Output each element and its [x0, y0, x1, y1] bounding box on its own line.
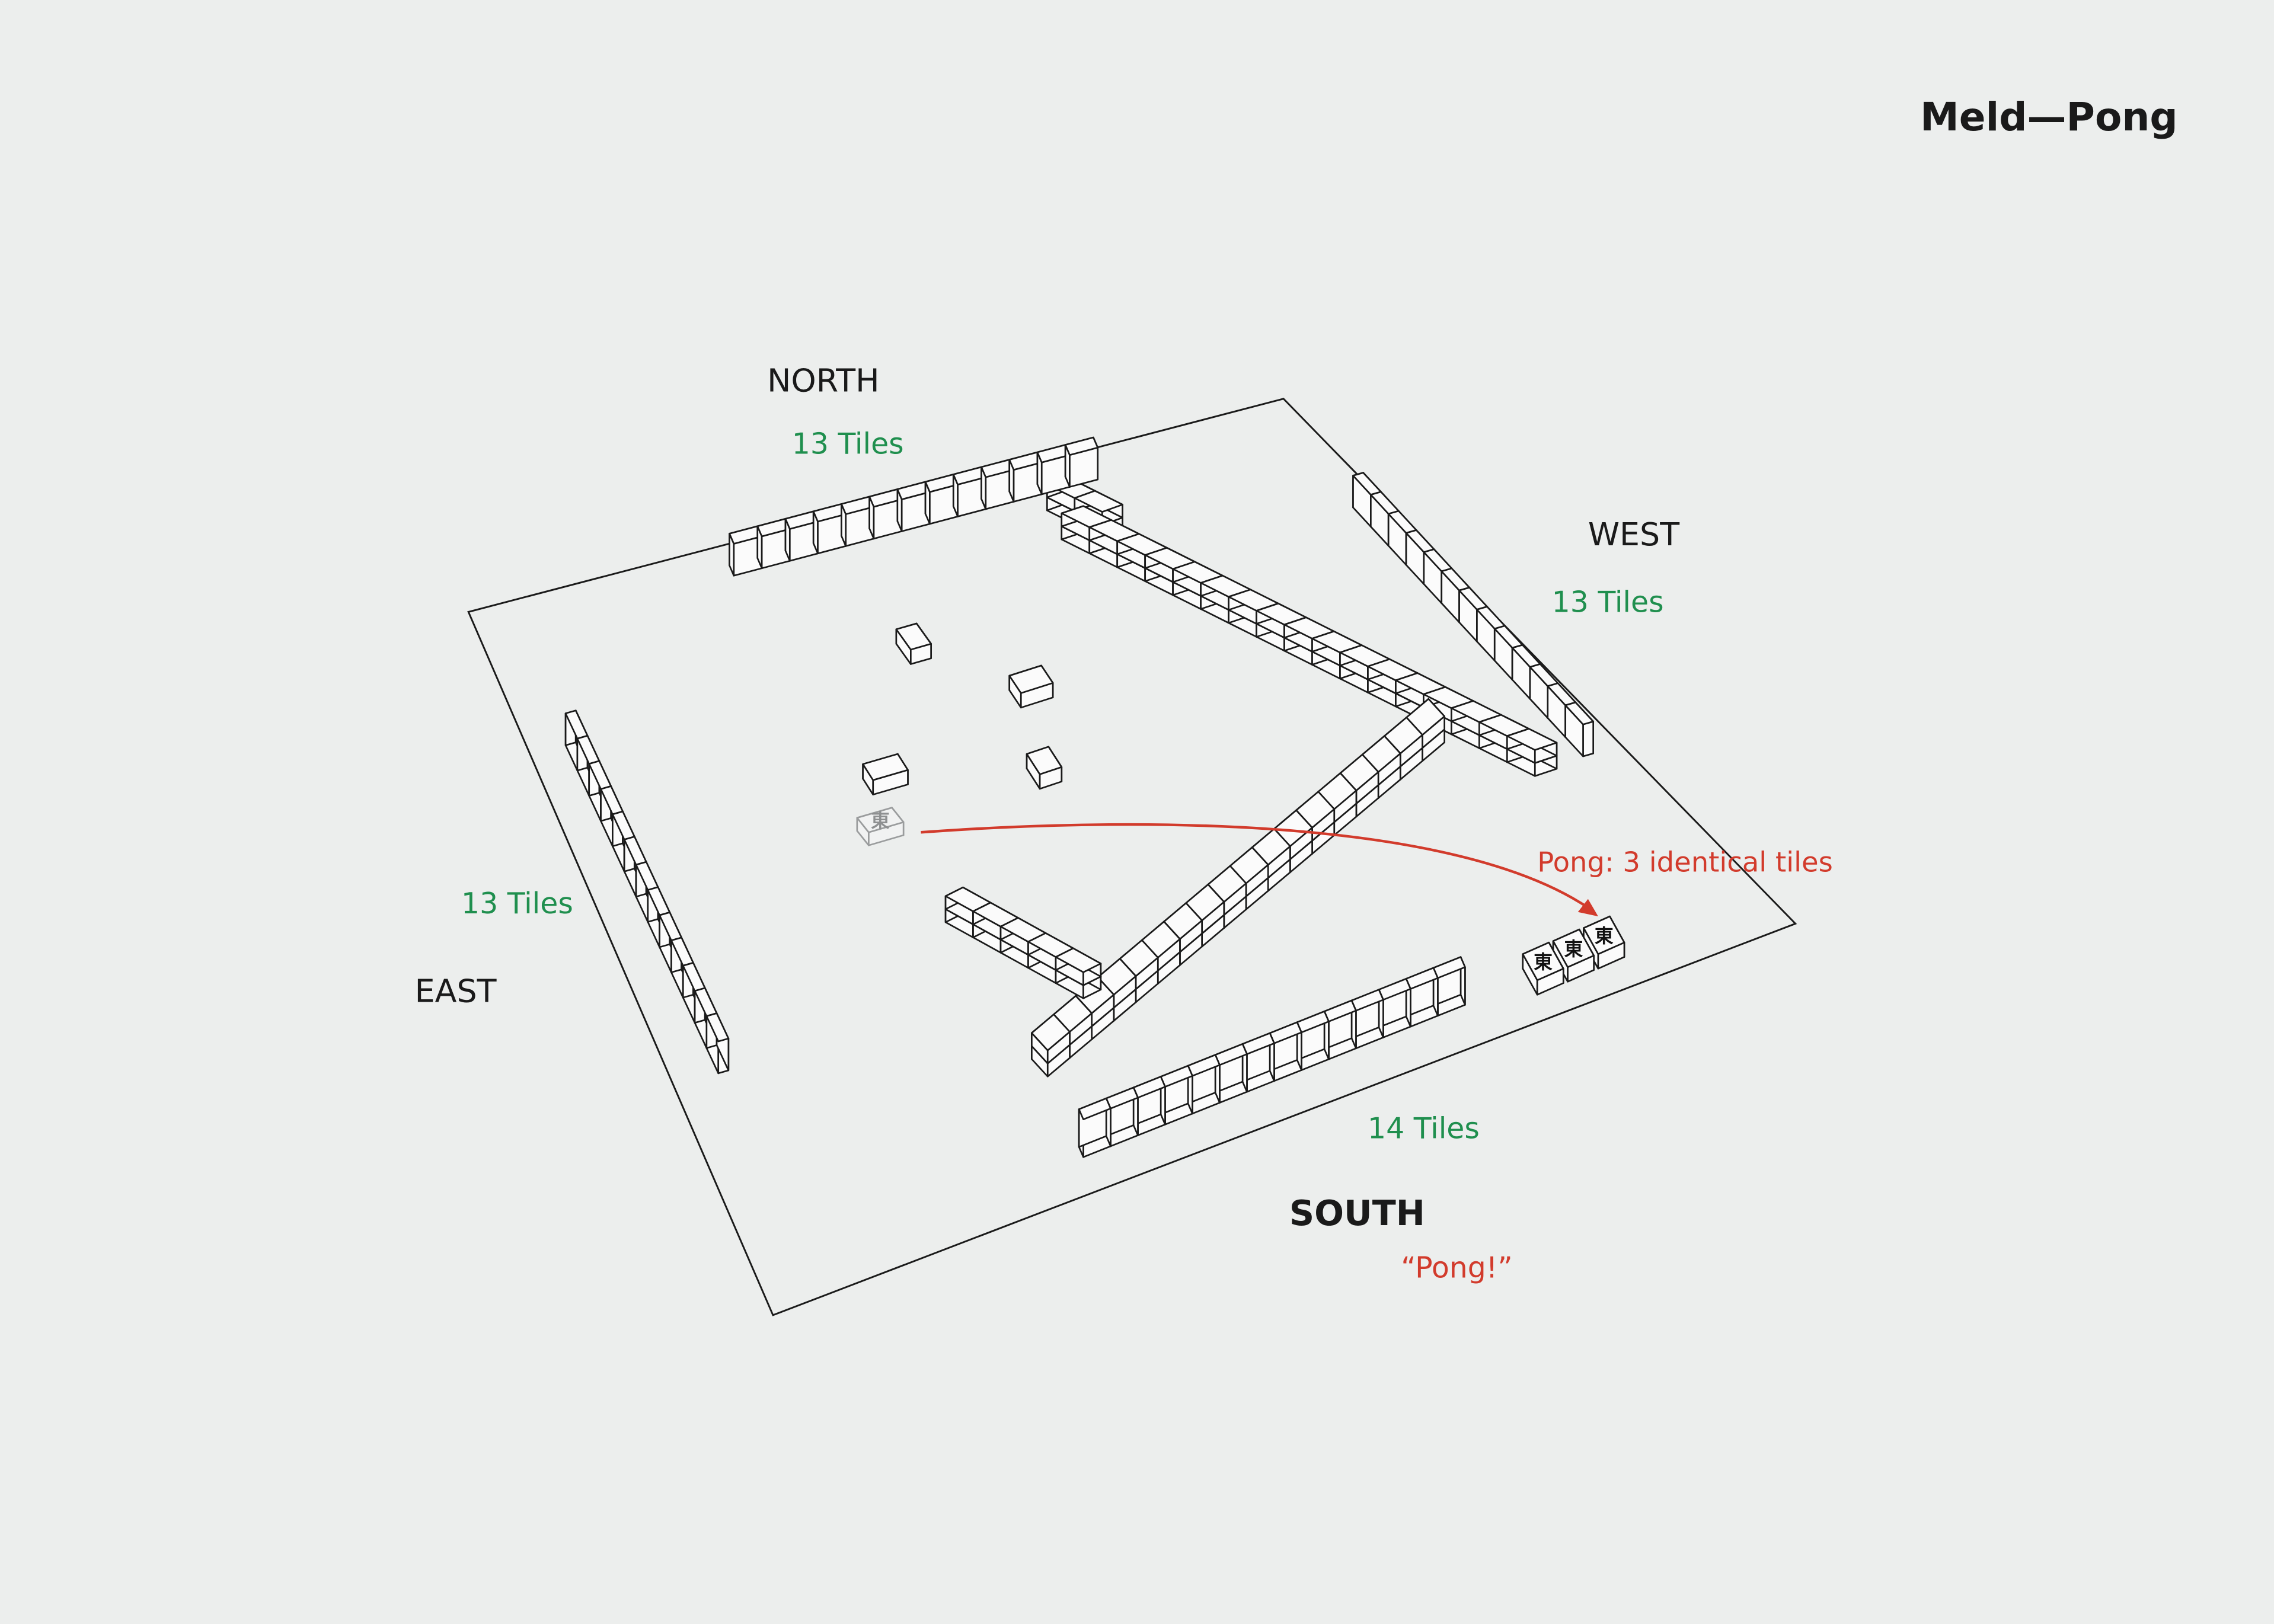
- arrowhead-icon: [1577, 899, 1598, 917]
- east-tile-count: 13 Tiles: [461, 887, 573, 920]
- west-tile-count: 13 Tiles: [1552, 585, 1664, 619]
- pong-meld: 東東東: [1522, 915, 1625, 996]
- tile-character: 東: [1595, 925, 1614, 947]
- tile-character: 東: [871, 810, 890, 832]
- south-hand: [1078, 956, 1466, 1158]
- south-hand-tile: [1350, 989, 1384, 1050]
- south-label: SOUTH: [1289, 1193, 1425, 1233]
- tile-character: 東: [1534, 951, 1553, 973]
- south-hand-tile: [1078, 1097, 1112, 1158]
- wall-tile: [1097, 958, 1137, 1009]
- west-hand-tile: [1564, 701, 1594, 757]
- wall-tile: [1031, 1014, 1071, 1064]
- south-pong-call: “Pong!”: [1401, 1251, 1512, 1284]
- discarded-pong-tile: 東: [856, 807, 905, 846]
- wall-tile: [1074, 490, 1123, 526]
- north-hand-tile: [1064, 436, 1099, 488]
- west-label: WEST: [1588, 516, 1680, 553]
- pong-annotation: Pong: 3 identical tiles: [1537, 846, 1833, 878]
- tile-character: 東: [1564, 938, 1583, 960]
- wall-short: [944, 886, 1102, 999]
- south-tile-count: 14 Tiles: [1368, 1111, 1480, 1145]
- pong-arrow: [921, 823, 1598, 917]
- north-hand: [729, 436, 1099, 577]
- north-hand-tile: [924, 474, 959, 525]
- meld-tile: 東: [1552, 928, 1595, 983]
- north-tile-count: 13 Tiles: [792, 427, 904, 461]
- south-hand-tile: [1323, 999, 1357, 1060]
- wall-tile: [1506, 728, 1558, 764]
- east-hand: [564, 709, 730, 1075]
- wall-tile: [1055, 947, 1102, 986]
- discard-tile: [895, 622, 932, 665]
- wall-north-west: [1061, 505, 1558, 777]
- diagram-title: Meld—Pong: [1920, 94, 2178, 140]
- discard-tiles: 東: [856, 622, 1063, 846]
- north-label: NORTH: [767, 362, 879, 399]
- east-hand-tile: [705, 1012, 730, 1075]
- wall-diagonal: [1031, 698, 1445, 1078]
- discard-tile: [1008, 664, 1054, 709]
- west-hand: [1352, 472, 1594, 757]
- meld-tile: 東: [1522, 941, 1564, 996]
- east-label: EAST: [415, 972, 497, 1009]
- south-hand-tile: [1296, 1011, 1330, 1071]
- discard-tile: [862, 753, 909, 795]
- arrow-line: [921, 823, 1593, 912]
- discard-tile: [1026, 746, 1063, 790]
